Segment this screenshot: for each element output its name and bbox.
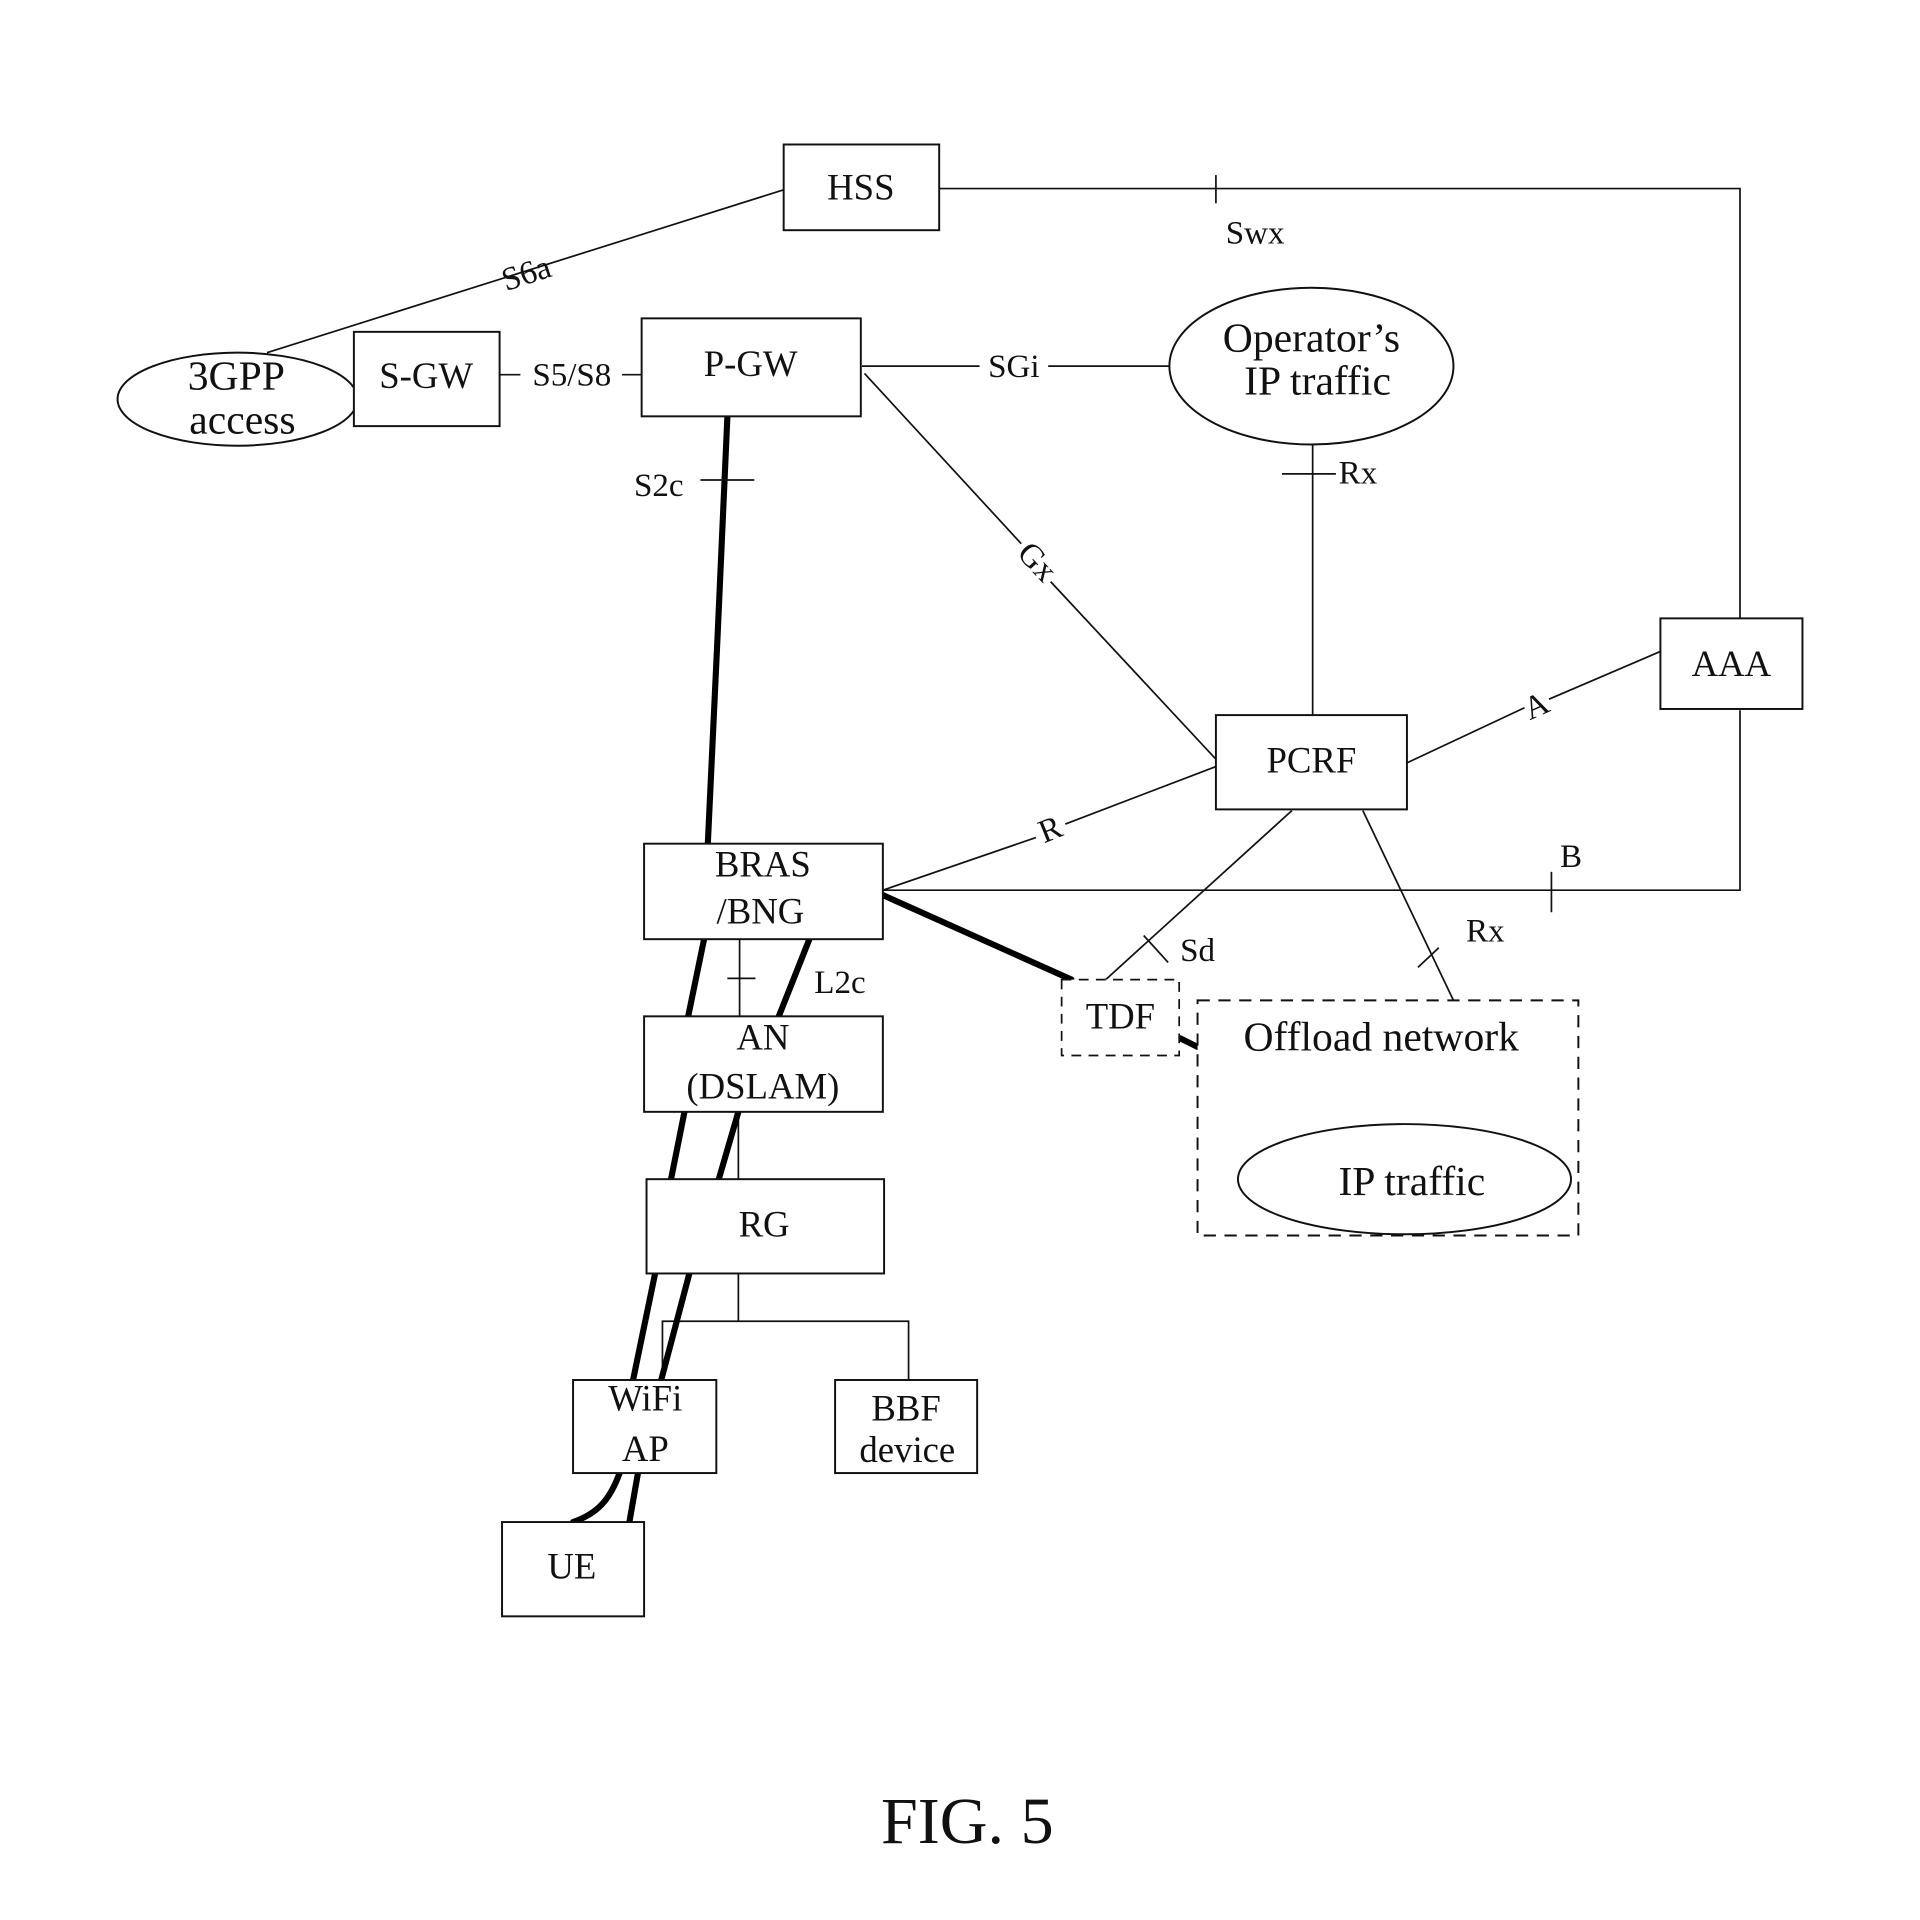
wifi-label-1: WiFi xyxy=(608,1378,682,1419)
bras-bng-node[interactable]: BRAS /BNG xyxy=(644,844,883,940)
aaa-label: AAA xyxy=(1692,643,1772,684)
swx-label: Swx xyxy=(1226,216,1285,252)
b-label: B xyxy=(1560,839,1582,875)
operator-ip-traffic-node[interactable]: Operator’s IP traffic xyxy=(1169,288,1453,445)
three-gpp-label-2: access xyxy=(189,397,295,443)
bbf-device-node[interactable]: BBF device xyxy=(835,1380,977,1473)
offload-network-label: Offload network xyxy=(1243,1015,1519,1061)
pcrf-label: PCRF xyxy=(1267,740,1357,781)
gx-label: Gx xyxy=(1010,535,1064,589)
r-label: R xyxy=(1034,809,1068,851)
l2c-label: L2c xyxy=(814,965,865,1001)
r-link-b xyxy=(883,838,1036,891)
an-dslam-node[interactable]: AN (DSLAM) xyxy=(644,1016,883,1112)
sgi-label: SGi xyxy=(988,349,1039,385)
ue-node[interactable]: UE xyxy=(502,1522,644,1616)
s2c-path xyxy=(708,418,728,845)
operator-ip-label-2: IP traffic xyxy=(1244,358,1391,404)
figure-caption: FIG. 5 xyxy=(881,1785,1054,1858)
bbf-label-1: BBF xyxy=(871,1387,940,1428)
s6a-label: S6a xyxy=(497,249,556,299)
operator-ip-label-1: Operator’s xyxy=(1223,315,1400,361)
ip-traffic-label: IP traffic xyxy=(1338,1159,1485,1205)
pcrf-node[interactable]: PCRF xyxy=(1216,715,1407,809)
bras-label-2: /BNG xyxy=(717,890,805,931)
bras-label-1: BRAS xyxy=(715,844,811,885)
sgw-node[interactable]: S-GW xyxy=(354,332,500,426)
hss-label: HSS xyxy=(827,167,894,208)
pgw-node[interactable]: P-GW xyxy=(642,318,861,416)
rx-bottom-label: Rx xyxy=(1466,914,1505,950)
data-paths xyxy=(573,418,1197,1522)
tdf-label: TDF xyxy=(1086,996,1155,1037)
an-label-1: AN xyxy=(736,1016,789,1057)
wifi-label-2: AP xyxy=(622,1428,669,1469)
tdf-node[interactable]: TDF xyxy=(1062,980,1180,1056)
a-link-a xyxy=(1407,708,1525,763)
sgw-label: S-GW xyxy=(379,355,473,396)
wifi-ap-node[interactable]: WiFi AP xyxy=(573,1378,716,1473)
rg-tree-wifi xyxy=(662,1321,908,1380)
r-link-a xyxy=(1065,767,1216,825)
gx-link-a xyxy=(864,373,1021,543)
three-gpp-label-1: 3GPP xyxy=(188,353,285,399)
sd-tick-a xyxy=(1144,936,1168,963)
s2c-label: S2c xyxy=(634,468,684,504)
a-label: A xyxy=(1518,685,1555,728)
rx-top-label: Rx xyxy=(1339,456,1378,492)
a-link-b xyxy=(1549,651,1660,699)
s5s8-label: S5/S8 xyxy=(532,358,611,394)
aaa-node[interactable]: AAA xyxy=(1660,618,1802,709)
tdf-offload-path xyxy=(1180,1038,1197,1047)
rx-bottom-link xyxy=(1363,811,1454,1001)
bbf-label-2: device xyxy=(859,1429,955,1470)
an-label-2: (DSLAM) xyxy=(686,1065,839,1106)
rg-label: RG xyxy=(739,1204,790,1245)
sd-label: Sd xyxy=(1180,933,1215,969)
gx-link-b xyxy=(1051,582,1216,760)
ue-label: UE xyxy=(547,1545,596,1586)
rg-node[interactable]: RG xyxy=(647,1179,885,1273)
three-gpp-access-node[interactable]: 3GPP access xyxy=(118,353,358,446)
hss-node[interactable]: HSS xyxy=(784,144,940,230)
bras-tdf-path xyxy=(883,895,1072,979)
pgw-label: P-GW xyxy=(704,343,798,384)
offload-network-node[interactable]: Offload network IP traffic xyxy=(1198,1000,1579,1235)
